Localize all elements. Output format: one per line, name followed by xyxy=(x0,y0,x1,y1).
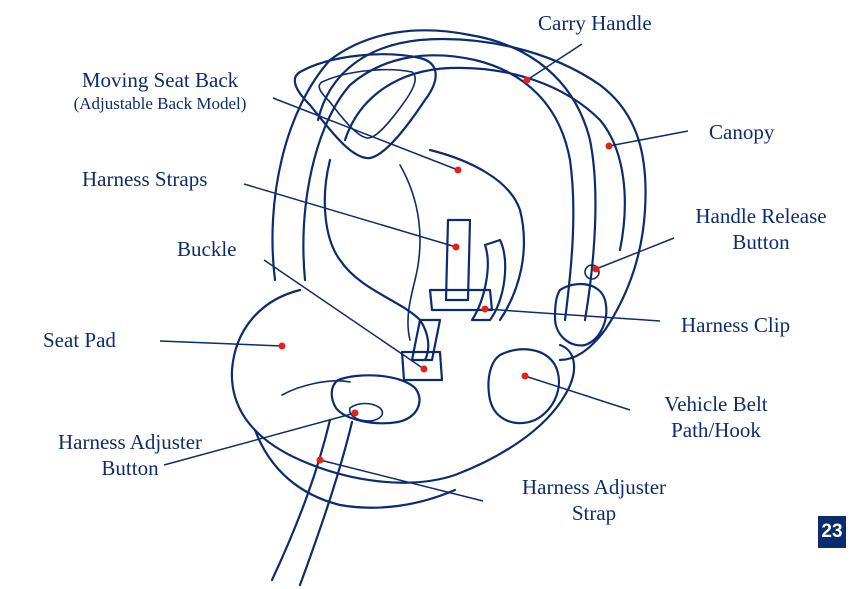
page-number-badge: 23 xyxy=(818,516,846,548)
label-handle-release-line1: Handle Release xyxy=(672,203,850,229)
label-vehicle-belt-line2: Path/Hook xyxy=(630,417,802,443)
marker-carry-handle xyxy=(524,77,531,84)
marker-buckle xyxy=(421,366,428,373)
marker-harness-clip xyxy=(482,306,489,313)
seat-pad-outline xyxy=(232,290,574,483)
buckle xyxy=(402,352,442,380)
carry-handle-outer xyxy=(272,30,595,320)
side-wing xyxy=(488,349,558,423)
label-harness-adjuster-button-line1: Harness Adjuster xyxy=(14,429,246,455)
label-moving-seat-back: Moving Seat Back (Adjustable Back Model) xyxy=(38,67,282,115)
seat-back-right xyxy=(430,150,524,320)
marker-canopy xyxy=(606,143,613,150)
harness-strap-lower xyxy=(412,320,440,360)
label-harness-adjuster-button: Harness Adjuster Button xyxy=(14,429,246,481)
harness-adjuster-strap-edge xyxy=(300,422,352,585)
label-harness-straps: Harness Straps xyxy=(82,166,207,192)
label-seat-pad: Seat Pad xyxy=(43,327,116,353)
marker-handle-release-button xyxy=(593,266,600,273)
label-harness-adjuster-strap-line1: Harness Adjuster xyxy=(478,474,710,500)
label-buckle: Buckle xyxy=(177,236,236,262)
label-vehicle-belt-line1: Vehicle Belt xyxy=(630,391,802,417)
harness-strap-right xyxy=(472,240,505,320)
label-handle-release-line2: Button xyxy=(672,229,850,255)
marker-seat-pad xyxy=(279,343,286,350)
marker-harness-adjuster-button xyxy=(352,410,359,417)
marker-harness-straps xyxy=(453,244,460,251)
label-harness-adjuster-button-line2: Button xyxy=(14,455,246,481)
label-harness-adjuster-strap: Harness Adjuster Strap xyxy=(478,474,710,526)
seat-back-shell xyxy=(325,160,428,360)
label-moving-seat-back-note: (Adjustable Back Model) xyxy=(38,93,282,115)
canopy-inner-edge xyxy=(345,68,625,250)
label-harness-clip: Harness Clip xyxy=(681,312,790,338)
headrest-outer xyxy=(295,54,436,158)
label-carry-handle: Carry Handle xyxy=(538,10,652,36)
harness-strap-left xyxy=(446,220,470,300)
label-handle-release-button: Handle Release Button xyxy=(672,203,850,255)
seat-pad-crease xyxy=(282,381,350,395)
marker-vehicle-belt-path xyxy=(522,373,529,380)
label-harness-adjuster-strap-line2: Strap xyxy=(478,500,710,526)
seat-back-contour xyxy=(400,165,420,340)
label-moving-seat-back-title: Moving Seat Back xyxy=(82,68,238,92)
marker-moving-seat-back xyxy=(455,167,462,174)
marker-harness-adjuster-strap xyxy=(317,457,324,464)
label-vehicle-belt-path: Vehicle Belt Path/Hook xyxy=(630,391,802,443)
label-canopy: Canopy xyxy=(709,119,774,145)
carry-handle-inner xyxy=(303,55,573,320)
